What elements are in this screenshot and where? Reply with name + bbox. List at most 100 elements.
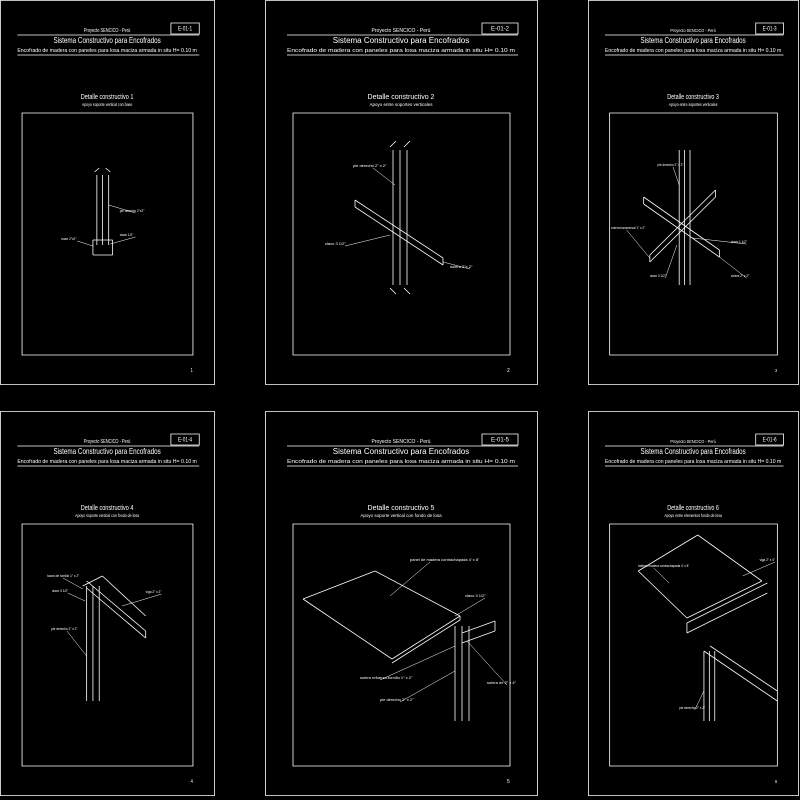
page-number: 5 xyxy=(507,779,510,785)
timber-edge xyxy=(102,576,145,616)
sheet-title: Sistema Constructivo para Encofrados xyxy=(333,447,470,456)
timber-edge xyxy=(698,535,762,581)
detail-title: Detalle constructivo 1 xyxy=(81,93,134,101)
sheet-title: Sistema Constructivo para Encofrados xyxy=(641,447,747,456)
callout-label: base 2"x2" xyxy=(61,237,77,241)
sheet-title: Sistema Constructivo para Encofrados xyxy=(53,446,161,456)
timber-edge xyxy=(704,651,777,701)
timber-edge xyxy=(355,200,443,258)
timber-edge xyxy=(404,141,410,147)
sheet-code-box xyxy=(756,434,784,445)
sheet-code-box xyxy=(482,23,518,34)
callout-leader xyxy=(380,646,455,680)
project-name: Proyecto SENCICO - Perú xyxy=(372,28,431,34)
detail-subtitle: Apoyo entre soportes verticales xyxy=(369,102,433,107)
callout-label: viga 2" x 4" xyxy=(760,558,776,562)
detail-subtitle: Apoyo entre elementos fondo de losa xyxy=(664,513,722,519)
callout-leader xyxy=(467,641,507,685)
timber-edge xyxy=(710,646,777,691)
project-name: Proyecto SENCICO - Perú xyxy=(84,439,131,445)
callout-leader xyxy=(692,238,746,244)
callout-label: panel de madera contrachapada 4' x 8' xyxy=(410,557,479,562)
sheet-code: E-01-3 xyxy=(763,26,777,33)
timber-edge xyxy=(638,571,687,618)
callout-label: viga 2" x 2" xyxy=(146,590,162,594)
detail-title: Detalle constructivo 4 xyxy=(81,504,134,512)
callout-leader xyxy=(743,562,775,576)
timber-edge xyxy=(87,588,146,638)
detail-frame xyxy=(293,524,510,766)
page-number: 2 xyxy=(507,368,510,374)
callout-label: clavo 3 1/2" xyxy=(325,241,346,246)
detail-frame xyxy=(293,113,510,355)
timber-edge xyxy=(462,631,495,643)
callout-leader xyxy=(122,594,161,606)
callout-label: pie derecho 2" x 2" xyxy=(380,697,414,702)
timber-edge xyxy=(650,190,716,255)
detail-subtitle: Apoyo soporte vertical con fondo de losa xyxy=(360,513,442,518)
sheet-subtitle: Encofrado de madera con paneles para los… xyxy=(17,48,197,55)
sheet-code-box xyxy=(756,23,784,34)
callout-leader xyxy=(455,598,485,616)
callout-label: clavo 3 1/2" xyxy=(52,589,69,593)
callout-leader xyxy=(400,671,455,702)
callout-leader xyxy=(68,593,85,601)
sheet-code: E-01-5 xyxy=(491,438,510,444)
sheet-code: E-01-4 xyxy=(178,437,192,444)
timber-edge xyxy=(83,576,103,586)
callout-leader xyxy=(77,241,93,246)
timber-edge xyxy=(106,168,111,172)
page-number: 4 xyxy=(191,779,194,785)
sheet-code: E-01-6 xyxy=(763,437,777,444)
detail-title: Detalle constructivo 5 xyxy=(368,505,435,512)
callout-leader xyxy=(665,245,677,278)
callout-label: solera 2"x 2" xyxy=(450,264,473,269)
sheet-subtitle: Encofrado de madera con paneles para los… xyxy=(287,48,515,54)
callout-label: tablero madera contrachapada 4' x 8' xyxy=(638,564,689,568)
timber-edge xyxy=(392,616,460,659)
timber-edge xyxy=(303,599,392,659)
timber-edge xyxy=(87,581,146,631)
sheet-border xyxy=(266,412,538,796)
detail-subtitle: Apoyo soporte vertical con base xyxy=(82,102,133,108)
timber-edge xyxy=(355,207,443,265)
timber-edge xyxy=(375,571,460,616)
callout-leader xyxy=(654,568,669,583)
callout-leader xyxy=(345,235,390,246)
timber-edge xyxy=(687,583,767,623)
timber-edge xyxy=(390,288,396,294)
timber-edge xyxy=(462,621,495,633)
sheet-border xyxy=(588,1,798,385)
sheet-code-box xyxy=(171,434,199,445)
sheet-title: Sistema Constructivo para Encofrados xyxy=(53,35,161,45)
timber-edge xyxy=(390,141,396,147)
detail-frame xyxy=(610,524,778,766)
callout-leader xyxy=(67,631,87,656)
callout-leader xyxy=(695,691,704,710)
sheet-code: E-01-1 xyxy=(178,26,192,33)
callout-leader xyxy=(109,205,136,213)
sheet-border xyxy=(0,412,214,796)
detail-title: Detalle constructivo 6 xyxy=(667,504,719,512)
callout-label: solera transversal 1" x 2" xyxy=(611,226,646,230)
callout-label: tacos de tornillo 1" x 2" xyxy=(47,574,80,578)
detail-subtitle: Apoyo soporte vertical con fondo de losa xyxy=(75,513,140,519)
page-number: 1 xyxy=(191,368,194,374)
sheet-border xyxy=(266,1,538,385)
callout-label: pie derecho 2"x2" xyxy=(120,209,145,213)
detail-frame xyxy=(22,113,193,355)
callout-leader xyxy=(373,168,395,185)
timber-edge xyxy=(392,620,460,663)
callout-label: pie derecho 2" x 2" xyxy=(353,163,387,168)
sheet-code: E-01-2 xyxy=(491,27,510,33)
sheet-subtitle: Encofrado de madera con paneles para los… xyxy=(287,459,515,465)
callout-label: pie derecho 2" x 2" xyxy=(658,163,684,167)
callout-label: solera refuerzo-tornillo 1" x 2" xyxy=(360,675,413,680)
timber-edge xyxy=(638,535,698,571)
